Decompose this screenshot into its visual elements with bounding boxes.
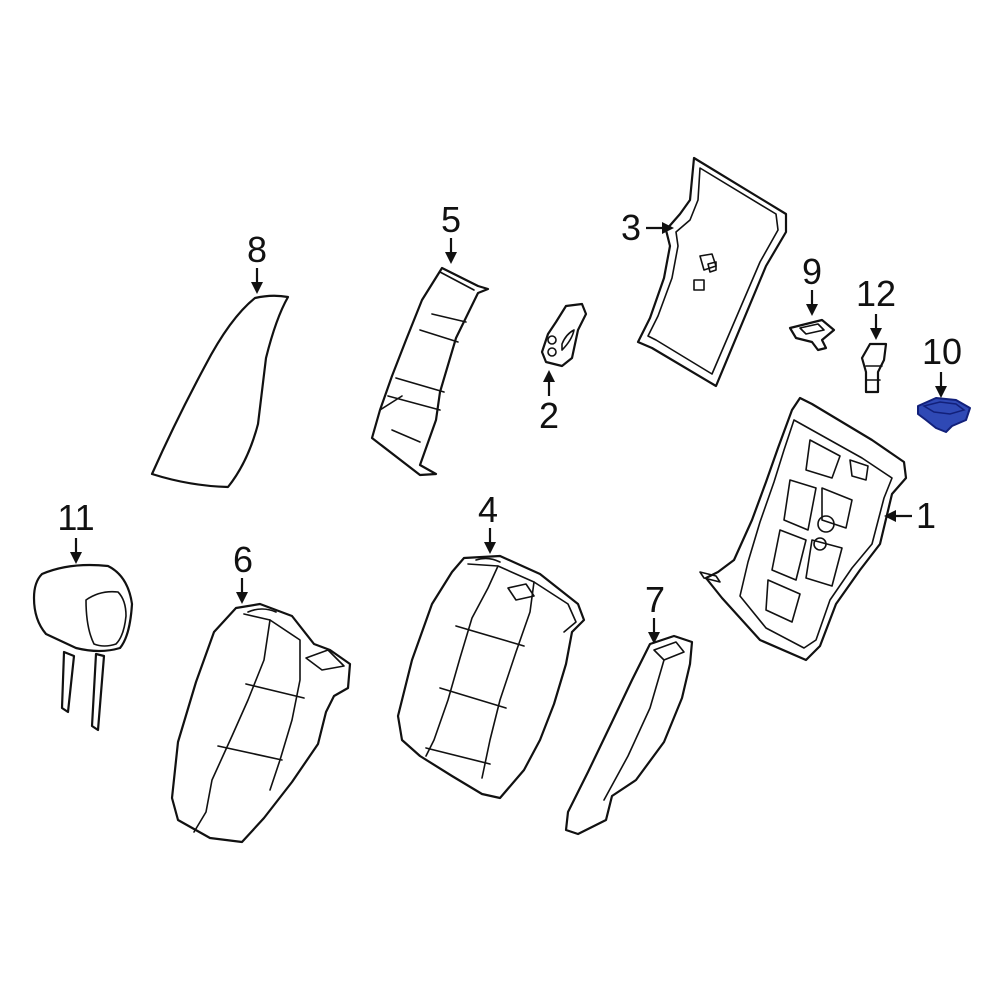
part-2-bracket[interactable] — [540, 302, 588, 368]
part-11-headrest[interactable] — [32, 563, 134, 732]
part-5-frame-strap[interactable] — [370, 266, 490, 477]
part-6-seatback-cover[interactable] — [170, 602, 352, 844]
part-3-back-panel[interactable] — [636, 156, 788, 388]
callout-11[interactable]: 11 — [57, 497, 94, 538]
callout-9[interactable]: 9 — [802, 251, 822, 292]
callout-8[interactable]: 8 — [247, 229, 267, 270]
callout-labels: 1 2 3 4 5 6 7 8 9 10 11 12 — [57, 199, 962, 620]
part-8-side-panel[interactable] — [150, 294, 290, 489]
callout-1[interactable]: 1 — [916, 495, 936, 536]
callout-10[interactable]: 10 — [922, 331, 962, 372]
part-12-guide-sleeve[interactable] — [860, 342, 888, 394]
part-10-guide-cap[interactable] — [917, 397, 971, 433]
part-1-seatback-frame[interactable] — [699, 396, 908, 662]
callout-3[interactable]: 3 — [621, 207, 641, 248]
callout-2[interactable]: 2 — [539, 395, 559, 436]
callout-5[interactable]: 5 — [441, 199, 461, 240]
leader-lines — [70, 222, 947, 644]
callout-7[interactable]: 7 — [645, 579, 665, 620]
part-4-seatback-pad[interactable] — [396, 554, 586, 800]
callout-6[interactable]: 6 — [233, 539, 253, 580]
part-9-clip[interactable] — [788, 318, 836, 352]
part-7-side-bolster[interactable] — [564, 634, 694, 836]
callout-4[interactable]: 4 — [478, 489, 498, 530]
callout-12[interactable]: 12 — [856, 273, 896, 314]
